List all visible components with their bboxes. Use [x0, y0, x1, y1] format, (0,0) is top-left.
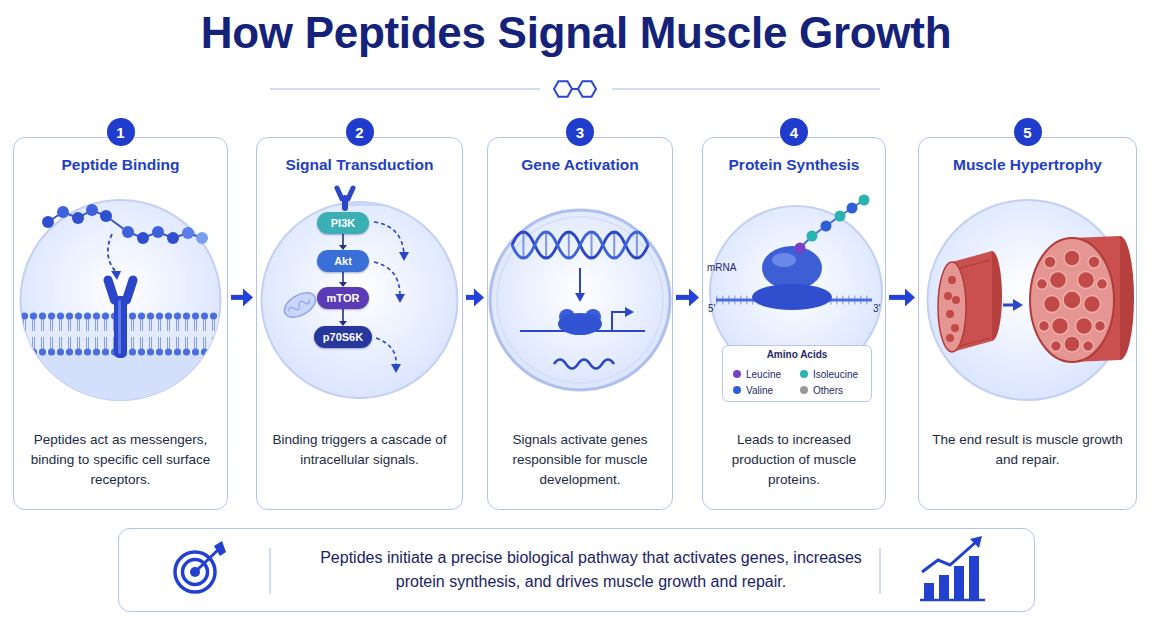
step-panel: Muscle HypertrophyThe end result is musc…: [918, 137, 1137, 510]
strand-label: mRNA: [707, 262, 736, 273]
step-arrow: [889, 288, 915, 306]
connector-line: [676, 295, 690, 300]
legend-item: Others: [800, 382, 867, 398]
legend-item: Valine: [733, 382, 800, 398]
step-description: Leads to increased production of muscle …: [715, 430, 873, 490]
step-heading: Peptide Binding: [14, 156, 227, 174]
arrow-head: [474, 288, 484, 306]
pathway-pill: PI3K: [317, 212, 369, 234]
step-number: 2: [346, 118, 374, 146]
pathway-pill: Akt: [317, 250, 369, 272]
legend-text: Valine: [746, 385, 773, 396]
legend-item: Isoleucine: [800, 366, 867, 382]
connector-line: [889, 295, 906, 300]
connector-line: [466, 295, 475, 300]
pathway-label: mTOR: [327, 292, 360, 304]
strand-end-label: 5': [708, 303, 715, 314]
arrow-head: [905, 288, 915, 306]
step-number-text: 2: [355, 124, 363, 141]
arrow-head: [243, 288, 253, 306]
connector-line: [342, 272, 344, 283]
legend-swatch: [800, 370, 808, 378]
arrow-head: [339, 282, 347, 287]
step-description: Binding triggers a cascade of intracellu…: [269, 430, 450, 470]
legend-swatch: [733, 370, 741, 378]
pathway-label: PI3K: [331, 217, 355, 229]
step-heading: Muscle Hypertrophy: [919, 156, 1136, 174]
step-panel: Protein SynthesisLeads to increased prod…: [702, 137, 886, 510]
step-panel: Peptide BindingPeptides act as messenger…: [13, 137, 228, 510]
arrow-head: [339, 245, 347, 250]
step-number: 3: [566, 118, 594, 146]
legend-text: Isoleucine: [813, 369, 858, 380]
diagram-title: How Peptides Signal Muscle Growth: [0, 8, 1152, 58]
step-number: 4: [780, 118, 808, 146]
arrow-head: [339, 321, 347, 326]
legend-text: Leucine: [746, 369, 781, 380]
strand-end-label: 3': [873, 303, 880, 314]
pathway-arrow: [339, 272, 347, 287]
title-ornament: [270, 81, 880, 97]
pathway-pill: p70S6K: [314, 326, 372, 348]
connector-line: [231, 295, 244, 300]
step-number-text: 5: [1023, 124, 1031, 141]
step-heading: Signal Transduction: [257, 156, 462, 174]
legend-swatch: [733, 386, 741, 394]
step-arrow: [466, 288, 484, 306]
step-number: 1: [107, 118, 135, 146]
legend-heading: Amino Acids: [722, 349, 872, 360]
legend-text: Others: [813, 385, 843, 396]
pathway-label: p70S6K: [323, 331, 363, 343]
step-heading: Gene Activation: [488, 156, 672, 174]
pathway-arrow: [339, 234, 347, 250]
step-number-text: 3: [576, 124, 584, 141]
pathway-label: Akt: [334, 255, 352, 267]
step-heading: Protein Synthesis: [703, 156, 885, 174]
legend-grid: Leucine IsoleucineValine Others: [733, 366, 867, 398]
step-number-text: 1: [116, 124, 124, 141]
step-description: Peptides act as messengers, binding to s…: [26, 430, 215, 490]
arrow-head: [689, 288, 699, 306]
step-number: 5: [1014, 118, 1042, 146]
pathway-arrow: [339, 309, 347, 326]
step-panel: Gene ActivationSignals activate genes re…: [487, 137, 673, 510]
step-arrow: [231, 288, 253, 306]
connector-line: [342, 309, 344, 322]
legend-item: Leucine: [733, 366, 800, 382]
step-description: The end result is muscle growth and repa…: [931, 430, 1124, 470]
pathway-pill: mTOR: [317, 287, 369, 309]
step-arrow: [676, 288, 699, 306]
summary-text: Peptides initiate a precise biological p…: [311, 546, 871, 594]
step-panel: Signal TransductionBinding triggers a ca…: [256, 137, 463, 510]
summary-banner: Peptides initiate a precise biological p…: [118, 528, 1035, 612]
step-number-text: 4: [790, 124, 798, 141]
connector-line: [342, 234, 344, 246]
step-description: Signals activate genes responsible for m…: [500, 430, 660, 490]
legend-swatch: [800, 386, 808, 394]
